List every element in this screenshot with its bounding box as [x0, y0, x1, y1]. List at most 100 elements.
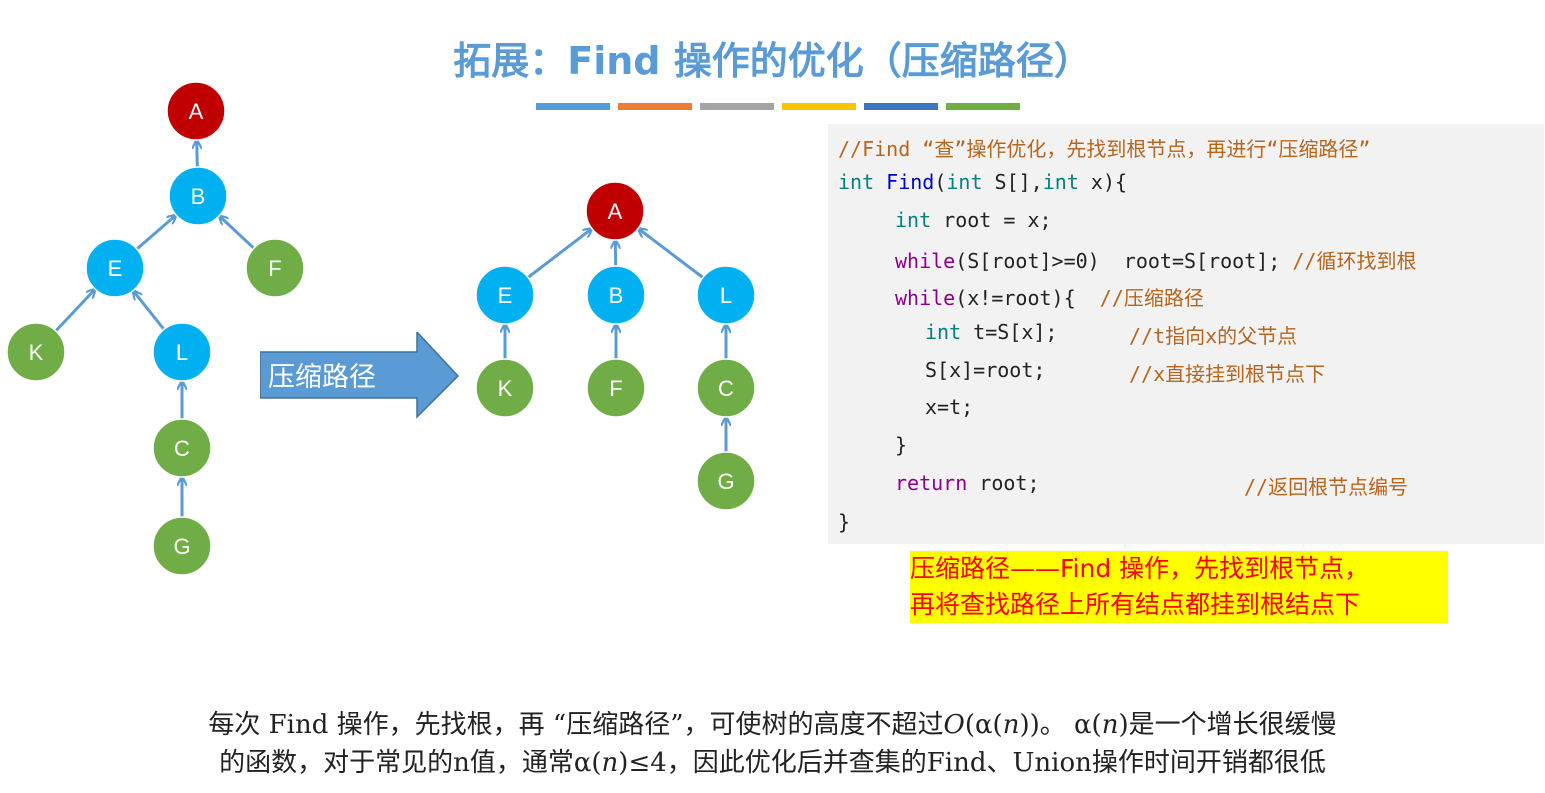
tree-node-A — [585, 181, 645, 241]
edge-K-to-E — [54, 290, 95, 332]
code-kw: int — [946, 170, 983, 194]
color-bar-2 — [618, 103, 692, 110]
code-kw: int — [838, 170, 875, 194]
highlight-note: 压缩路径——Find 操作，先找到根节点， 再将查找路径上所有结点都挂到根结点下 — [910, 551, 1448, 623]
code-text: ( — [934, 170, 947, 194]
edge-E-to-B — [135, 216, 175, 251]
code-comment: //返回根节点编号 — [1244, 475, 1409, 499]
tree-node-label-L: L — [720, 283, 732, 308]
tree-node-G — [152, 516, 212, 576]
footer-line-1: 每次 Find 操作，先找根，再 “压缩路径”，可使树的高度不超过O(α(n))… — [0, 704, 1545, 741]
tree-node-label-E: E — [498, 283, 513, 308]
code-line-close-fn: } — [838, 510, 851, 534]
code-text: x){ — [1078, 170, 1128, 194]
code-text: (S[root]>=0) root=S[root]; — [955, 249, 1281, 273]
code-line-assign-root: S[x]=root; — [925, 358, 1046, 382]
compress-arrow-shape — [260, 332, 460, 419]
tree-node-E — [85, 238, 145, 298]
compress-arrow-polygon — [260, 332, 460, 419]
code-text: t=S[x]; — [961, 320, 1058, 344]
footer-math: n — [1002, 710, 1020, 740]
color-bar-5 — [864, 103, 938, 110]
footer-text: 每次 Find 操作，先找根，再 “压缩路径”，可使树的高度不超过 — [208, 710, 944, 740]
tree-node-label-A: A — [189, 99, 204, 124]
tree-node-K — [6, 322, 66, 382]
code-text: (x!=root){ — [955, 286, 1076, 310]
code-line-signature: int Find(int S[],int x){ — [838, 170, 1127, 194]
tree-node-E — [475, 265, 535, 325]
tree-node-label-L: L — [176, 340, 188, 365]
tree-node-label-B: B — [609, 283, 624, 308]
code-kw: int — [1042, 170, 1079, 194]
footer-math: n — [601, 748, 619, 778]
code-kw: while — [895, 286, 956, 310]
tree-node-A — [166, 81, 226, 141]
code-text: root = x; — [931, 208, 1052, 232]
code-comment-header: //Find “查”操作优化，先找到根节点，再进行“压缩路径” — [838, 137, 1371, 161]
color-bar-strip — [536, 103, 1028, 111]
code-line-t-decl: int t=S[x]; — [925, 320, 1057, 344]
tree-node-label-E: E — [108, 256, 123, 281]
code-kw: while — [895, 249, 956, 273]
code-comment: //t指向x的父节点 — [1129, 324, 1298, 348]
tree-node-label-C: C — [174, 436, 190, 461]
tree-node-C — [696, 358, 756, 418]
footer-text: )是一个增长很缓慢 — [1118, 710, 1337, 740]
tree-node-G — [696, 451, 756, 511]
code-fn-name: Find — [886, 170, 935, 194]
code-line-close-while: } — [895, 433, 908, 457]
edge-F-to-B — [220, 216, 255, 250]
code-line-while-root: while(S[root]>=0) root=S[root]; //循环找到根 — [895, 245, 1416, 274]
code-kw: return — [895, 471, 968, 495]
color-bar-6 — [946, 103, 1020, 110]
code-kw: int — [925, 320, 962, 344]
code-kw: int — [895, 208, 932, 232]
compress-arrow-label: 压缩路径 — [268, 362, 376, 393]
tree-node-label-B: B — [191, 184, 206, 209]
tree-node-label-F: F — [268, 256, 281, 281]
tree-node-label-F: F — [609, 376, 622, 401]
code-comment: //循环找到根 — [1292, 249, 1417, 273]
code-line-x-assign: x=t; — [925, 395, 974, 419]
edge-L-to-E — [134, 291, 166, 331]
tree-node-F — [586, 358, 646, 418]
tree-node-L — [152, 322, 212, 382]
code-line-root-decl: int root = x; — [895, 208, 1052, 232]
footer-text: (α( — [964, 710, 1003, 740]
color-bar-4 — [782, 103, 856, 110]
code-line-return: return root; — [895, 471, 1040, 495]
tree-before-diagram: A B E F K L C G — [6, 81, 305, 576]
page-title: 拓展：Find 操作的优化（压缩路径） — [453, 39, 1092, 83]
code-text: S[], — [982, 170, 1043, 194]
tree-node-label-K: K — [29, 340, 44, 365]
footer-math: n — [1101, 710, 1119, 740]
code-block: //Find “查”操作优化，先找到根节点，再进行“压缩路径” int Find… — [828, 124, 1544, 544]
tree-node-label-A: A — [608, 199, 623, 224]
tree-node-label-G: G — [173, 534, 190, 559]
color-bar-3 — [700, 103, 774, 110]
tree-node-B — [168, 166, 228, 226]
highlight-line-1: 压缩路径——Find 操作，先找到根节点， — [910, 554, 1370, 583]
code-comment: //x直接挂到根节点下 — [1129, 362, 1326, 386]
tree-node-label-C: C — [718, 376, 734, 401]
tree-node-K — [475, 358, 535, 418]
edge-B-to-A — [197, 141, 198, 168]
footer-text: )≤4，因此优化后并查集的Find、Union操作时间开销都很低 — [618, 748, 1326, 778]
code-comment: //压缩路径 — [1099, 286, 1204, 310]
edge-E-to-A — [527, 229, 591, 279]
footer-line-2: 的函数，对于常见的n值，通常α(n)≤4，因此优化后并查集的Find、Union… — [0, 742, 1545, 779]
footer-text: ))。 α( — [1019, 710, 1102, 740]
code-text: root; — [967, 471, 1040, 495]
tree-node-label-K: K — [498, 376, 513, 401]
tree-node-F — [245, 238, 305, 298]
tree-node-L — [696, 265, 756, 325]
tree-node-B — [586, 265, 646, 325]
code-line-while-compress: while(x!=root){ //压缩路径 — [895, 282, 1204, 311]
tree-node-C — [152, 418, 212, 478]
footer-math: O — [943, 710, 965, 740]
footer-text: 的函数，对于常见的n值，通常α( — [219, 748, 602, 778]
color-bar-1 — [536, 103, 610, 110]
highlight-line-2: 再将查找路径上所有结点都挂到根结点下 — [910, 590, 1361, 619]
edge-L-to-A — [639, 229, 704, 279]
